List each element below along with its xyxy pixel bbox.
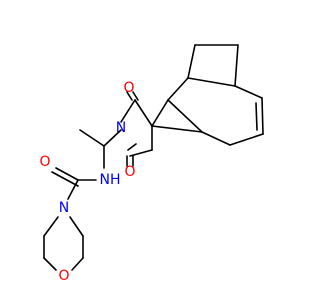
bond (69, 216, 84, 237)
atom-label: NH (100, 172, 121, 188)
double-bond (126, 91, 133, 101)
bond (229, 133, 264, 146)
bond (71, 257, 84, 271)
bond (67, 179, 79, 200)
bond (187, 77, 236, 87)
bond (234, 44, 239, 87)
bond (43, 216, 59, 237)
bond (167, 77, 189, 101)
molecule-diagram: O N O NH O N O (39, 44, 264, 284)
bond (43, 257, 57, 271)
bond (151, 99, 169, 127)
bond (103, 129, 122, 147)
atom-label: O (124, 164, 135, 180)
bond (134, 99, 153, 127)
molecule-structure: O N O NH O N O (39, 44, 264, 284)
bond (234, 85, 263, 99)
bond (187, 44, 196, 79)
bond (201, 131, 231, 146)
bond (129, 149, 153, 157)
atom-label: O (58, 268, 69, 284)
bond (167, 99, 203, 133)
atom-label: O (39, 154, 50, 170)
double-bond (132, 91, 139, 101)
atom-label: N (116, 120, 126, 136)
bond (79, 129, 105, 147)
double-bond (51, 171, 79, 187)
double-bond (261, 97, 264, 135)
atom-label: N (59, 200, 69, 216)
bond (127, 143, 137, 151)
double-bond (55, 167, 79, 181)
atom-label: O (123, 80, 134, 96)
bond (120, 99, 136, 123)
bond (151, 125, 203, 133)
double-bond (255, 102, 258, 131)
